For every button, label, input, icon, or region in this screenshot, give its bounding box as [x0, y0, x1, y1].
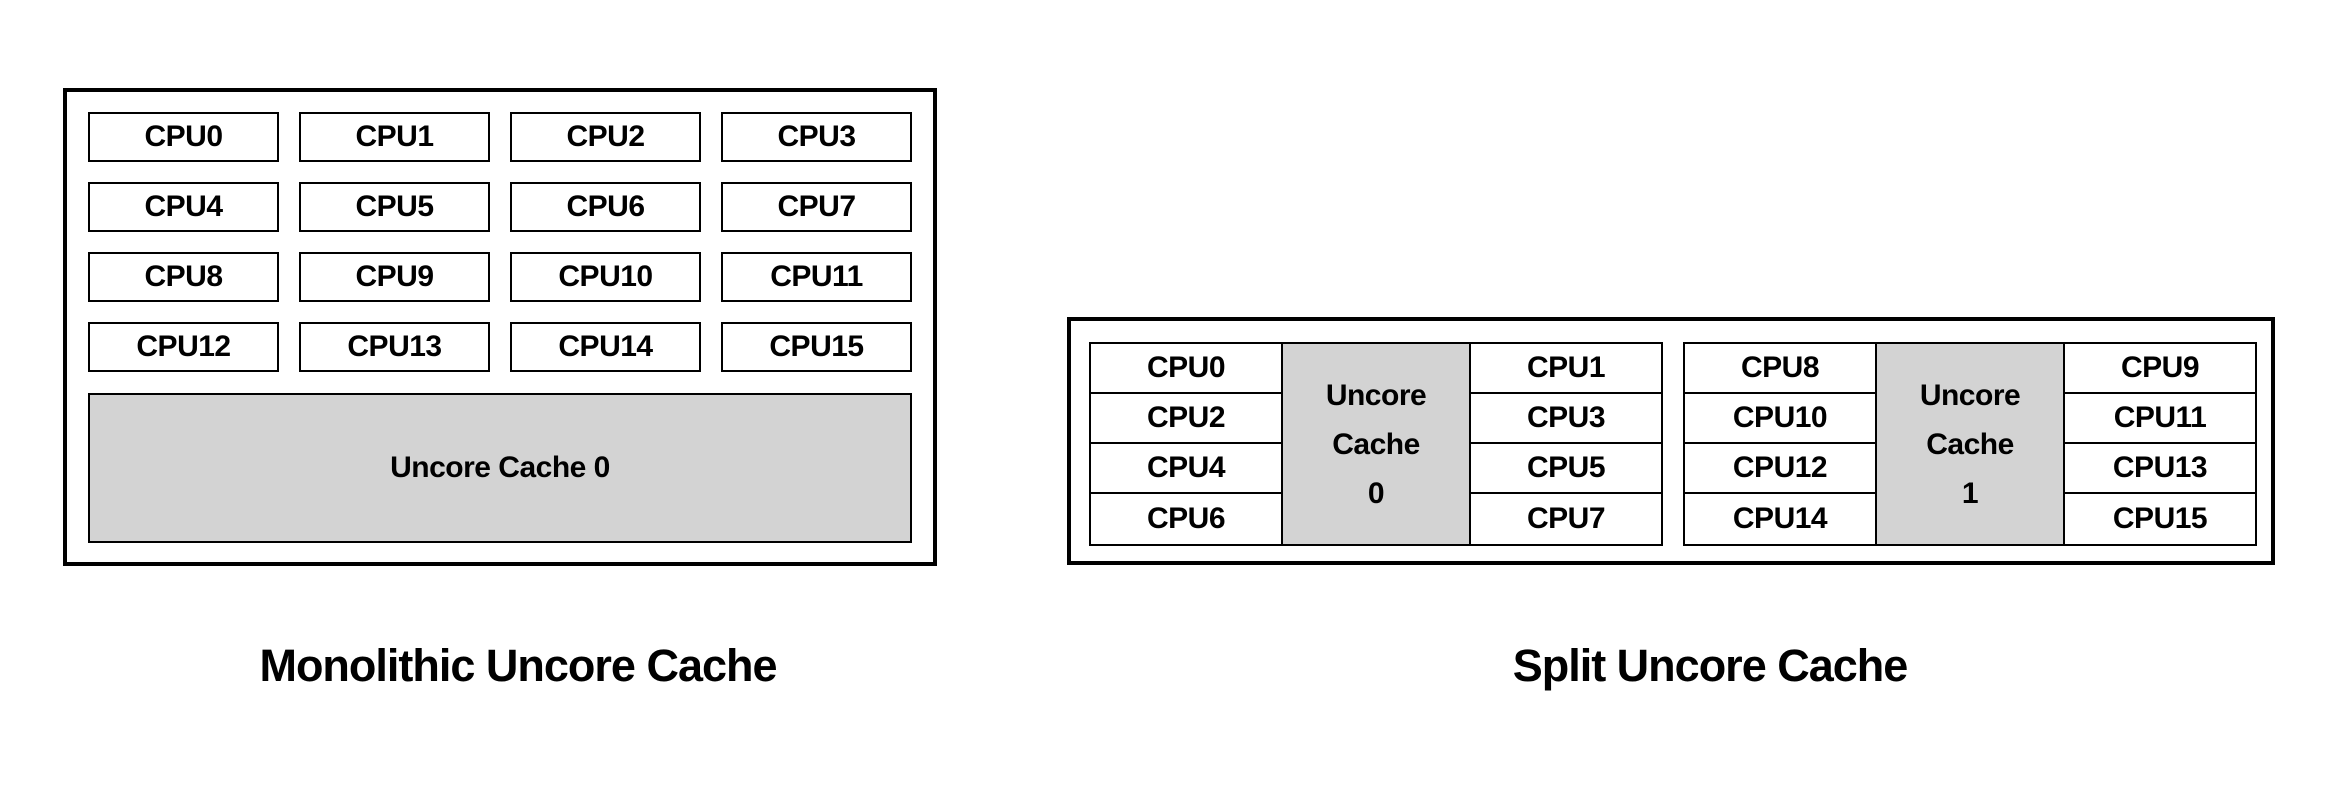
- cpu-box: CPU5: [299, 182, 490, 232]
- cpu-box: CPU8: [88, 252, 279, 302]
- uncore-line: Uncore: [1919, 378, 2021, 412]
- cpu-box: CPU14: [510, 322, 701, 372]
- cluster-0-right-column: CPU1 CPU3 CPU5 CPU7: [1471, 344, 1661, 544]
- monolithic-cpu-grid: CPU0 CPU1 CPU2 CPU3 CPU4 CPU5 CPU6 CPU7 …: [88, 112, 912, 372]
- cluster-1-right-column: CPU9 CPU11 CPU13 CPU15: [2065, 344, 2255, 544]
- uncore-cache-1-column: Uncore Cache 1: [1875, 344, 2065, 544]
- cpu-box: CPU14: [1685, 494, 1875, 544]
- cpu-box: CPU10: [510, 252, 701, 302]
- uncore-line: Uncore: [1325, 378, 1427, 412]
- cpu-box: CPU3: [721, 112, 912, 162]
- cpu-box: CPU5: [1471, 444, 1661, 494]
- uncore-line: Cache: [1332, 427, 1420, 461]
- cpu-box: CPU4: [1091, 444, 1281, 494]
- cpu-box: CPU0: [1091, 344, 1281, 394]
- cpu-box: CPU9: [2065, 344, 2255, 394]
- cpu-box: CPU15: [721, 322, 912, 372]
- cpu-box: CPU15: [2065, 494, 2255, 544]
- cpu-box: CPU12: [88, 322, 279, 372]
- cpu-box: CPU0: [88, 112, 279, 162]
- cpu-box: CPU13: [2065, 444, 2255, 494]
- uncore-cache-0-column: Uncore Cache 0: [1281, 344, 1471, 544]
- monolithic-uncore-diagram: CPU0 CPU1 CPU2 CPU3 CPU4 CPU5 CPU6 CPU7 …: [63, 88, 937, 566]
- cpu-box: CPU3: [1471, 394, 1661, 444]
- cluster-0-left-column: CPU0 CPU2 CPU4 CPU6: [1091, 344, 1281, 544]
- cpu-box: CPU6: [510, 182, 701, 232]
- cpu-box: CPU12: [1685, 444, 1875, 494]
- split-cluster-0: CPU0 CPU2 CPU4 CPU6 Uncore Cache 0 CPU1 …: [1089, 342, 1663, 546]
- cpu-box: CPU6: [1091, 494, 1281, 544]
- cpu-box: CPU7: [1471, 494, 1661, 544]
- cpu-box: CPU11: [721, 252, 912, 302]
- cpu-box: CPU1: [1471, 344, 1661, 394]
- cpu-box: CPU13: [299, 322, 490, 372]
- uncore-line: Cache: [1926, 427, 2014, 461]
- uncore-line: 1: [1961, 476, 1979, 510]
- split-cluster-1: CPU8 CPU10 CPU12 CPU14 Uncore Cache 1 CP…: [1683, 342, 2257, 546]
- cpu-box: CPU11: [2065, 394, 2255, 444]
- uncore-cache-0-bar: Uncore Cache 0: [88, 393, 912, 543]
- cpu-box: CPU10: [1685, 394, 1875, 444]
- cpu-box: CPU8: [1685, 344, 1875, 394]
- split-uncore-diagram: CPU0 CPU2 CPU4 CPU6 Uncore Cache 0 CPU1 …: [1067, 317, 2275, 565]
- cpu-box: CPU4: [88, 182, 279, 232]
- cpu-box: CPU2: [510, 112, 701, 162]
- cpu-box: CPU2: [1091, 394, 1281, 444]
- cluster-1-left-column: CPU8 CPU10 CPU12 CPU14: [1685, 344, 1875, 544]
- cpu-box: CPU1: [299, 112, 490, 162]
- cpu-box: CPU9: [299, 252, 490, 302]
- split-caption: Split Uncore Cache: [1512, 640, 1909, 691]
- monolithic-caption: Monolithic Uncore Cache: [259, 640, 777, 691]
- cpu-box: CPU7: [721, 182, 912, 232]
- uncore-line: 0: [1367, 476, 1385, 510]
